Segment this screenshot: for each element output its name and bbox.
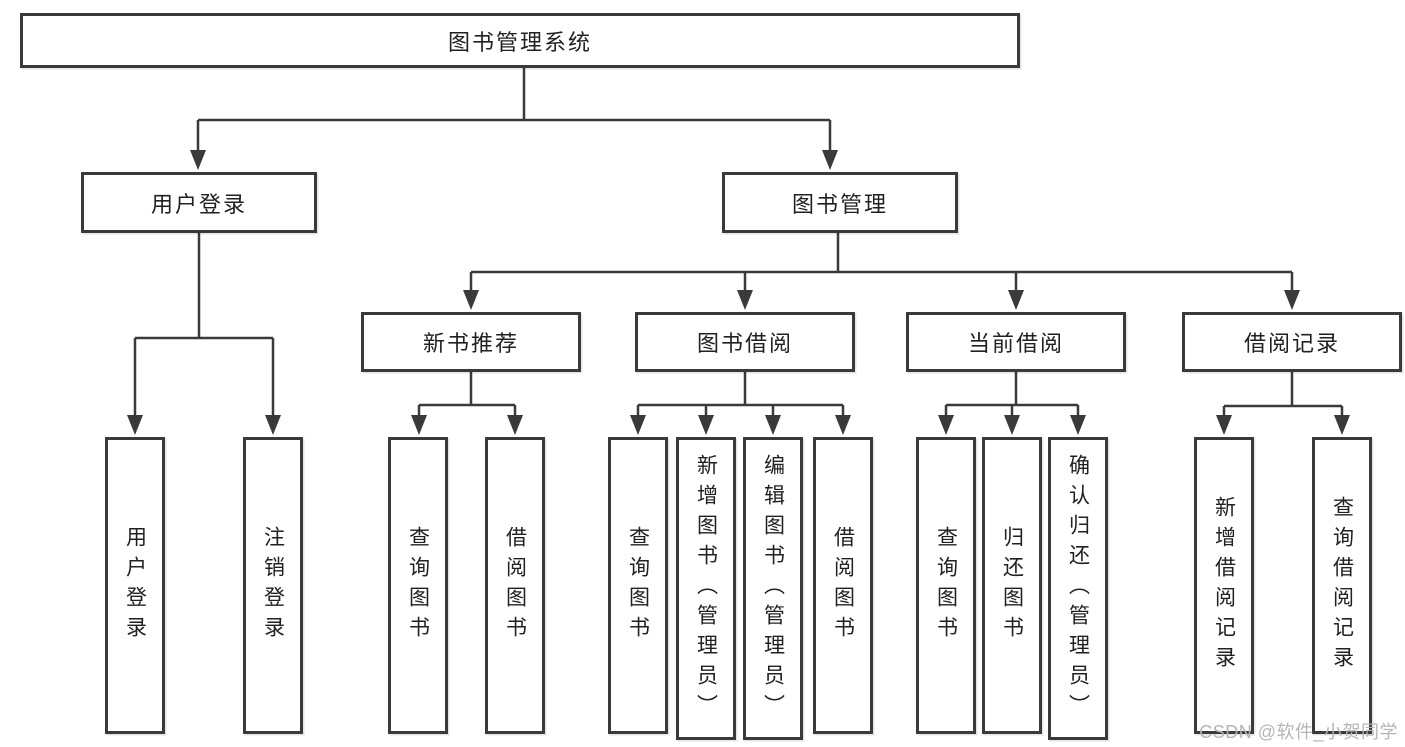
leaf-query-books-3: 查询图书 xyxy=(916,437,976,734)
leaf-user-login: 用户登录 xyxy=(105,437,165,734)
csdn-watermark: CSDN @软件_小贺同学 xyxy=(1199,722,1398,742)
node-book-management: 图书管理 xyxy=(722,172,958,233)
arrowhead-down-icon xyxy=(938,415,954,435)
leaf-add-borrow-record: 新增借阅记录 xyxy=(1194,437,1254,734)
leaf-logout: 注销登录 xyxy=(243,437,303,734)
leaf-confirm-return-admin: 确认归还（管理员） xyxy=(1048,437,1108,740)
arrowhead-down-icon xyxy=(507,415,523,435)
arrowhead-down-icon xyxy=(1284,290,1300,310)
arrowhead-down-icon xyxy=(1334,415,1350,435)
arrowhead-down-icon xyxy=(1004,415,1020,435)
arrowhead-down-icon xyxy=(737,290,753,310)
arrowhead-down-icon xyxy=(411,415,427,435)
arrowhead-down-icon xyxy=(698,415,714,435)
arrowhead-down-icon xyxy=(630,415,646,435)
node-user-login: 用户登录 xyxy=(81,172,317,233)
leaf-borrow-books-1: 借阅图书 xyxy=(485,437,545,734)
arrowhead-down-icon xyxy=(835,415,851,435)
node-borrow-records: 借阅记录 xyxy=(1182,312,1402,372)
node-system-root: 图书管理系统 xyxy=(20,13,1020,68)
leaf-query-books-1: 查询图书 xyxy=(388,437,448,734)
leaf-add-books-admin: 新增图书（管理员） xyxy=(676,437,736,740)
node-current-borrow: 当前借阅 xyxy=(906,312,1126,372)
arrowhead-down-icon xyxy=(463,290,479,310)
node-book-borrow: 图书借阅 xyxy=(635,312,855,372)
node-new-book-recommend: 新书推荐 xyxy=(361,312,581,372)
leaf-query-books-2: 查询图书 xyxy=(608,437,668,734)
leaf-edit-books-admin: 编辑图书（管理员） xyxy=(743,437,803,740)
arrowheads xyxy=(127,150,1350,435)
leaf-return-books: 归还图书 xyxy=(982,437,1042,734)
arrowhead-down-icon xyxy=(190,150,206,170)
leaf-borrow-books-2: 借阅图书 xyxy=(813,437,873,734)
leaf-query-borrow-record: 查询借阅记录 xyxy=(1312,437,1372,734)
arrowhead-down-icon xyxy=(1070,415,1086,435)
connector-paths xyxy=(133,68,1344,417)
arrowhead-down-icon xyxy=(822,150,838,170)
arrowhead-down-icon xyxy=(765,415,781,435)
arrowhead-down-icon xyxy=(1008,290,1024,310)
arrowhead-down-icon xyxy=(1216,415,1232,435)
arrowhead-down-icon xyxy=(127,415,143,435)
arrowhead-down-icon xyxy=(265,415,281,435)
